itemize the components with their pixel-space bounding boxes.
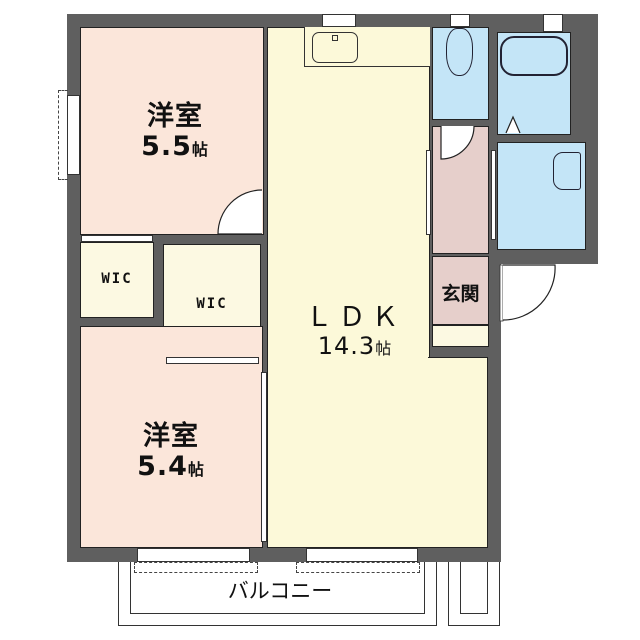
window-top-bath — [543, 14, 563, 32]
entrance-step — [432, 325, 489, 347]
kitchen-counter — [304, 27, 430, 67]
balcony-outer — [118, 562, 437, 626]
toilet-door-icon — [440, 125, 475, 160]
closet-door-wic1 — [81, 235, 153, 242]
balcony-inner — [130, 562, 425, 614]
window-left-room1 — [67, 95, 80, 175]
window-bottom-ldk — [306, 548, 418, 562]
window-bottom-room2 — [137, 548, 250, 562]
window-left-shade — [58, 90, 68, 180]
entrance-door-icon — [499, 264, 556, 322]
entrance-label: 玄関 — [441, 283, 480, 305]
entrance-area — [432, 256, 489, 325]
water-heater-icon — [505, 115, 521, 134]
western-room-2-notch — [81, 327, 146, 367]
ldk-area — [267, 27, 430, 548]
kitchen-sink — [312, 32, 358, 63]
western-room-1-unit: 帖 — [191, 139, 209, 159]
balcony-shade-1 — [134, 562, 258, 573]
closet-door-wic2 — [166, 357, 259, 364]
wic-1-label: WIC — [101, 271, 133, 287]
wic-2-label: WIC — [196, 296, 228, 312]
ldk-area-lower — [428, 357, 488, 548]
ldk-size: 14.3 — [317, 331, 376, 360]
wic-1-area — [80, 242, 154, 318]
western-room-1-name: 洋室 — [147, 101, 203, 132]
side-structure-outer — [448, 562, 500, 626]
sliding-door-room2-ldk — [261, 372, 267, 542]
ldk-name: ＬＤＫ — [305, 302, 405, 333]
balcony-shade-2 — [296, 562, 420, 573]
kitchen-faucet — [332, 35, 338, 41]
window-top-toilet — [450, 14, 470, 27]
washbasin-icon — [553, 152, 581, 190]
side-structure-inner — [460, 562, 488, 614]
western-room-2-name: 洋室 — [143, 421, 199, 452]
sliding-door-washroom — [491, 150, 496, 240]
ldk-unit: 帖 — [375, 338, 393, 358]
balcony-label: バルコニー — [227, 579, 333, 603]
western-room-1-door-icon — [217, 189, 263, 235]
western-room-1-label: 洋室 5.5帖 — [110, 102, 240, 161]
western-room-1-size: 5.5 — [141, 130, 192, 162]
western-room-2-label: 洋室 5.4帖 — [106, 422, 236, 481]
toilet-icon — [446, 28, 473, 76]
western-room-2-size: 5.4 — [137, 450, 188, 482]
window-top-ldk — [322, 14, 356, 27]
ldk-label: ＬＤＫ 14.3帖 — [290, 303, 420, 359]
bathtub-icon — [500, 36, 568, 76]
western-room-2-unit: 帖 — [187, 459, 205, 479]
sliding-door-corridor — [426, 150, 431, 235]
